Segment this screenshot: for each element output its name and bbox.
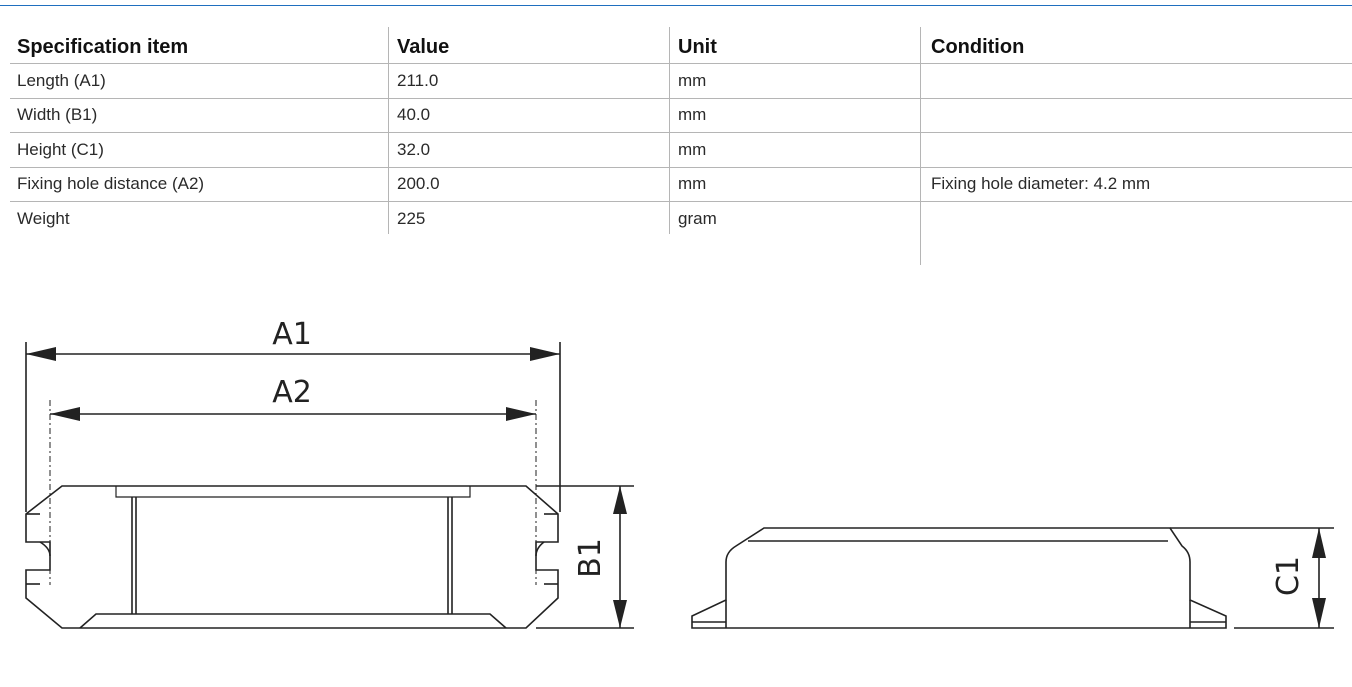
cell-condition (931, 99, 1351, 133)
column-divider (920, 27, 921, 265)
dimension-drawing: A1 A2 B1 C1 (25, 317, 1334, 629)
cell-unit: mm (678, 105, 707, 125)
cell-item: Fixing hole distance (A2) (17, 174, 205, 194)
arrowhead (530, 347, 560, 361)
arrowhead (613, 600, 627, 628)
table-header-row: Specification item Value Unit Condition (10, 27, 1352, 64)
driver-side-outline (691, 527, 1227, 629)
cell-condition (931, 64, 1351, 98)
label-recess (115, 486, 471, 498)
a2-label: A2 (272, 375, 312, 410)
cell-condition (931, 133, 1351, 167)
cell-unit: mm (678, 174, 707, 194)
hole-slot (535, 541, 545, 557)
cell-unit: mm (678, 70, 707, 90)
cell-condition (931, 202, 1351, 236)
table-row: Weight 225 gram (10, 202, 1352, 236)
header-unit: Unit (678, 36, 717, 58)
arrowhead (613, 486, 627, 514)
hole-slot (39, 541, 51, 557)
cell-value: 200.0 (397, 174, 440, 194)
top-view (25, 342, 634, 629)
column-divider (388, 27, 389, 234)
top-divider (0, 5, 1352, 6)
cell-value: 32.0 (397, 139, 431, 159)
cell-value: 225 (397, 209, 426, 228)
cell-item: Width (B1) (17, 105, 98, 125)
a1-label: A1 (272, 317, 312, 352)
driver-body-outline (25, 485, 559, 629)
c1-label: C1 (1271, 556, 1306, 596)
table-row: Fixing hole distance (A2) 200.0 mm Fixin… (10, 168, 1352, 202)
cell-value: 211.0 (397, 70, 439, 90)
cell-value: 40.0 (397, 105, 431, 125)
cell-item: Weight (17, 209, 70, 228)
base-bevel (79, 613, 507, 629)
header-specification-item: Specification item (17, 36, 189, 58)
header-condition: Condition (931, 36, 1025, 58)
cell-item: Length (A1) (17, 70, 106, 90)
table-row: Width (B1) 40.0 mm (10, 99, 1352, 133)
table-row: Height (C1) 32.0 mm (10, 133, 1352, 168)
b1-label: B1 (573, 538, 608, 578)
cell-unit: mm (678, 139, 707, 159)
arrowhead (50, 407, 80, 421)
arrowhead (506, 407, 536, 421)
header-value: Value (397, 36, 450, 58)
cell-unit: gram (678, 209, 717, 228)
table-row: Length (A1) 211.0 mm (10, 64, 1352, 99)
cell-condition: Fixing hole diameter: 4.2 mm (931, 174, 1151, 194)
arrowhead (26, 347, 56, 361)
side-view (691, 527, 1334, 629)
specification-table: Specification item Value Unit Condition … (10, 27, 1352, 265)
column-divider (669, 27, 670, 234)
arrowheads (26, 347, 1326, 628)
cell-item: Height (C1) (17, 139, 104, 159)
